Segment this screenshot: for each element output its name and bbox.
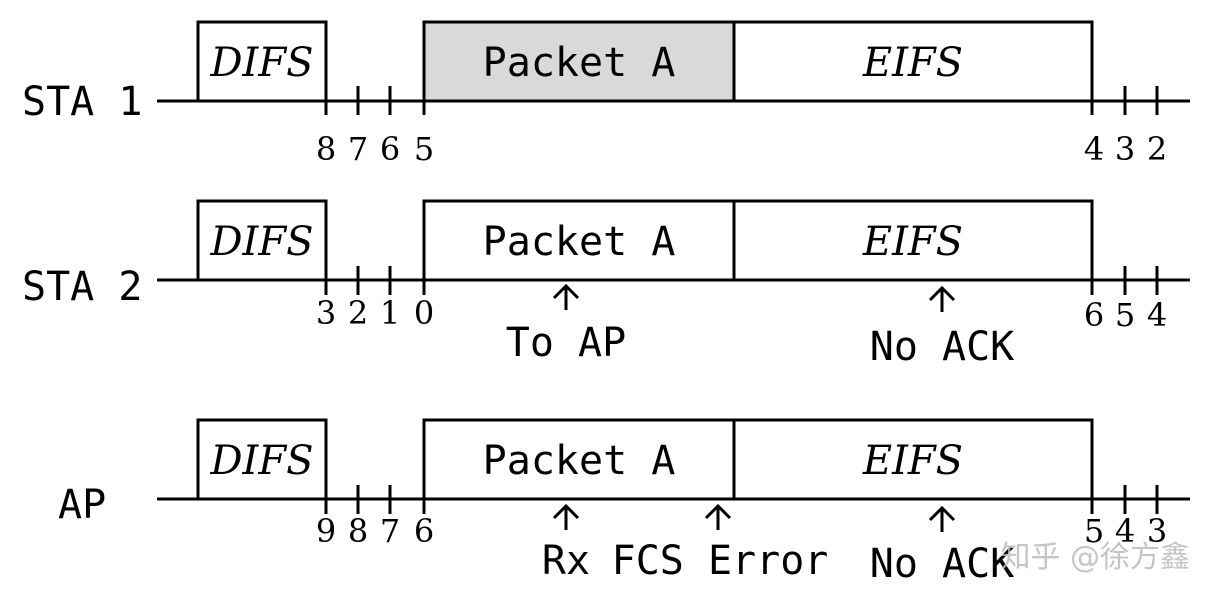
eifs-label: EIFS — [862, 219, 963, 265]
row-label-sta1: STA 1 — [22, 79, 142, 125]
packet-box — [422, 418, 736, 501]
tick-label: 5 — [414, 130, 434, 168]
annotation-fcs-error: FCS Error — [612, 538, 829, 584]
row-label-ap: AP — [58, 482, 106, 528]
annotation-no-ack: No ACK — [870, 324, 1015, 370]
difs-box — [196, 20, 328, 103]
tick-label: 5 — [1115, 296, 1135, 334]
tick-label: 3 — [316, 294, 336, 332]
eifs-box — [732, 199, 1094, 282]
tick-label: 7 — [348, 130, 368, 168]
packet-label: Packet A — [483, 40, 676, 86]
tick-label: 8 — [316, 130, 336, 168]
difs-label: DIFS — [209, 438, 313, 484]
tick-label: 3 — [1115, 130, 1135, 168]
tick-label: 4 — [1084, 130, 1104, 168]
packet-label: Packet A — [483, 438, 676, 484]
eifs-box — [732, 418, 1094, 501]
difs-box — [196, 418, 328, 501]
eifs-label: EIFS — [862, 438, 963, 484]
annotation-to-ap: To AP — [506, 320, 626, 366]
difs-box — [196, 199, 328, 282]
packet-box — [422, 20, 736, 103]
up-arrow-icon — [552, 283, 580, 310]
tick-label: 5 — [1084, 512, 1104, 550]
eifs-box — [732, 20, 1094, 103]
up-arrow-icon — [928, 285, 956, 312]
tick-label: 3 — [1147, 512, 1167, 550]
tick-label: 6 — [1084, 296, 1104, 334]
difs-label: DIFS — [209, 40, 313, 86]
tick-label: 4 — [1147, 296, 1167, 334]
tick-label: 6 — [380, 130, 400, 168]
annotation-rx: Rx — [542, 538, 590, 584]
tick-label: 2 — [1147, 130, 1167, 168]
difs-label: DIFS — [209, 219, 313, 265]
up-arrow-icon — [552, 503, 580, 530]
row-sta1: STA 1 DIFS Packet A EIFS 8 7 6 5 4 3 2 — [22, 20, 1190, 168]
row-ap: AP DIFS Packet A EIFS 9 8 7 6 5 4 3 — [58, 418, 1190, 587]
row-label-sta2: STA 2 — [22, 264, 142, 310]
annotation-no-ack: No ACK — [870, 541, 1015, 587]
tick-label: 9 — [316, 512, 336, 550]
tick-label: 1 — [380, 294, 400, 332]
tick-label: 4 — [1115, 512, 1135, 550]
packet-box — [422, 199, 736, 282]
row-sta2: STA 2 DIFS Packet A EIFS 3 2 1 0 6 5 4 T… — [22, 199, 1190, 370]
up-arrow-icon — [704, 503, 732, 530]
up-arrow-icon — [928, 505, 956, 532]
eifs-label: EIFS — [862, 40, 963, 86]
tick-label: 7 — [380, 512, 400, 550]
tick-label: 8 — [348, 512, 368, 550]
packet-label: Packet A — [483, 219, 676, 265]
tick-label: 6 — [414, 512, 434, 550]
tick-label: 2 — [348, 294, 368, 332]
watermark: 知乎 @徐方鑫 — [1000, 540, 1190, 575]
tick-label: 0 — [414, 294, 434, 332]
